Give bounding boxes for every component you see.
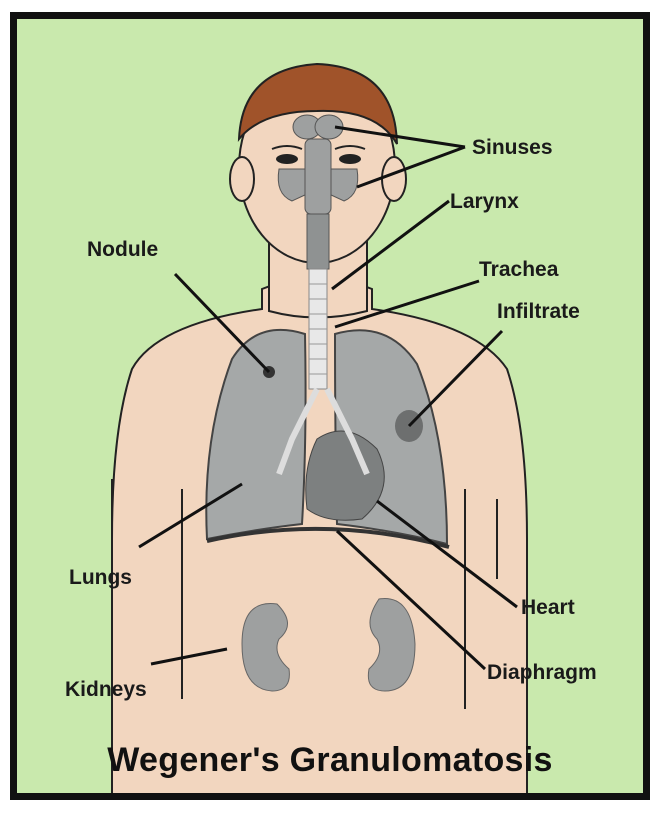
label-heart: Heart [521,597,575,618]
label-nodule: Nodule [87,239,158,260]
trachea-organ [309,269,327,389]
heart-organ [306,431,385,520]
label-diaphragm: Diaphragm [487,662,597,683]
label-kidneys: Kidneys [65,679,147,700]
label-larynx: Larynx [450,191,519,212]
right-eye [339,154,361,164]
label-sinuses: Sinuses [472,137,553,158]
right-ear [382,157,406,201]
diagram-frame: Sinuses Larynx Nodule Trachea Infiltrate… [10,12,650,800]
diagram-title: Wegener's Granulomatosis [17,741,643,780]
label-lungs: Lungs [69,567,132,588]
larynx-organ [307,214,329,269]
left-ear [230,157,254,201]
label-infiltrate: Infiltrate [497,301,580,322]
left-eye [276,154,298,164]
label-trachea: Trachea [479,259,558,280]
